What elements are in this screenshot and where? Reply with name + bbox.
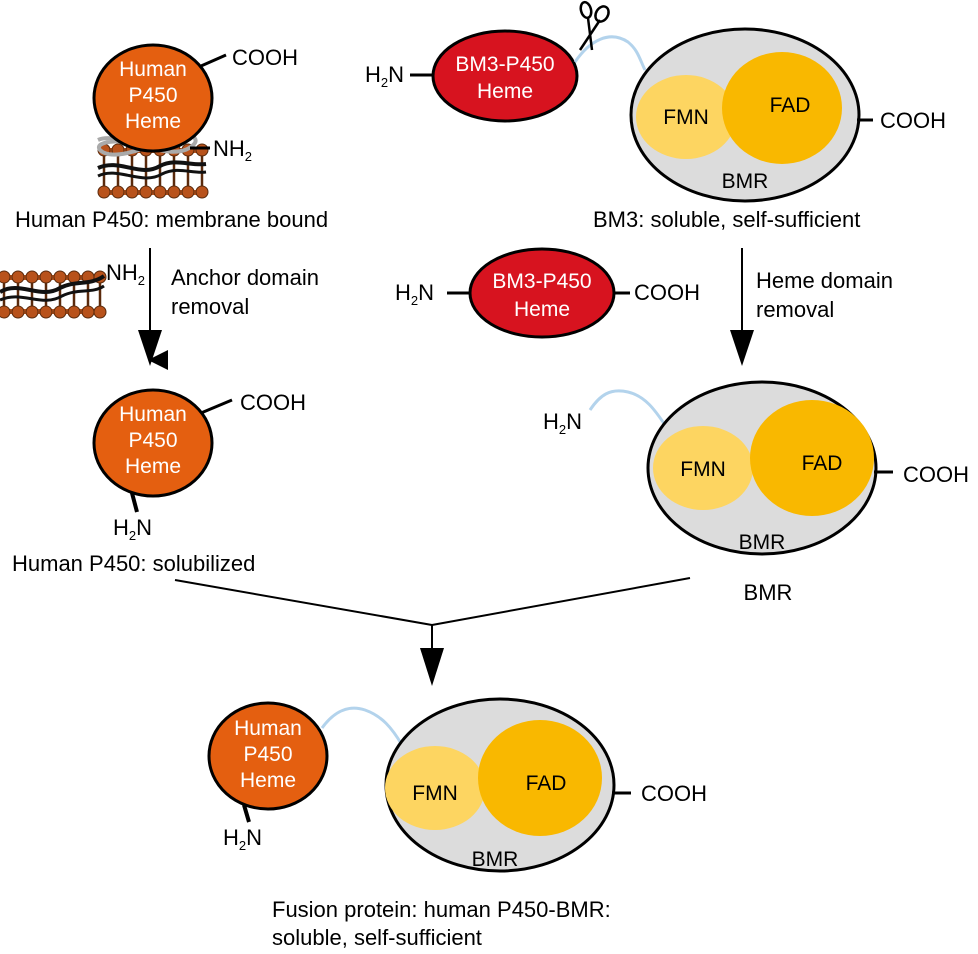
- fmn-domain: [653, 426, 753, 510]
- fad-label: FAD: [770, 94, 811, 117]
- fad-label: FAD: [526, 772, 567, 795]
- fad-domain: [750, 400, 874, 516]
- bmr-label: BMR: [472, 848, 519, 871]
- fmn-domain: [636, 75, 736, 159]
- bmr-label: BMR: [739, 531, 786, 554]
- nh2-label: NH2: [106, 260, 145, 288]
- fmn-domain: [385, 746, 485, 830]
- cooh-label: COOH: [634, 280, 700, 305]
- anchor-removal-label-2: removal: [171, 294, 249, 319]
- human-heme-domain: [92, 388, 214, 498]
- fusion-protein: Human P450 Heme H2N FMN FAD BMR COOH Fus…: [207, 697, 707, 950]
- linker: [573, 35, 647, 71]
- p450-label: P450: [243, 743, 292, 766]
- caption-human-membrane-bound: Human P450: membrane bound: [15, 207, 328, 232]
- heme-removal-label-1: Heme domain: [756, 268, 893, 293]
- anchor-removal-label-1: Anchor domain: [171, 265, 319, 290]
- human-heme-domain: [207, 701, 329, 811]
- fmn-label: FMN: [680, 458, 726, 481]
- h2n-label: H2N: [365, 62, 404, 90]
- h2n-label: H2N: [223, 825, 262, 853]
- h2n-label: H2N: [395, 280, 434, 308]
- bm3-p450-label: BM3-P450: [492, 270, 591, 293]
- cooh-label: COOH: [641, 781, 707, 806]
- p450-label: P450: [128, 84, 177, 107]
- caption-fusion-1: Fusion protein: human P450-BMR:: [272, 897, 611, 922]
- heme-label: Heme: [514, 298, 570, 321]
- caption-human-solubilized: Human P450: solubilized: [12, 551, 255, 576]
- cooh-label: COOH: [240, 390, 306, 415]
- heme-label: Heme: [477, 80, 533, 103]
- bmr-label: BMR: [722, 170, 769, 193]
- fusion-arrow: [174, 577, 691, 686]
- scissors-icon: [578, 0, 610, 51]
- heme-label: Heme: [240, 769, 296, 792]
- human-label: Human: [119, 58, 187, 81]
- caption-fusion-2: soluble, self-sufficient: [272, 925, 482, 950]
- caption-bm3-soluble: BM3: soluble, self-sufficient: [593, 207, 860, 232]
- human-label: Human: [234, 717, 302, 740]
- human-label: Human: [119, 403, 187, 426]
- heme-removal-step: H2N BM3-P450 Heme COOH Heme domain remov…: [395, 247, 893, 366]
- cooh-label: COOH: [903, 462, 969, 487]
- bm3-full-enzyme: H2N BM3-P450 Heme FMN FAD BMR COOH BM3: …: [365, 0, 946, 232]
- linker: [320, 706, 404, 746]
- heme-label: Heme: [125, 110, 181, 133]
- heme-removal-label-2: removal: [756, 297, 834, 322]
- heme-label: Heme: [125, 455, 181, 478]
- fmn-label: FMN: [663, 106, 709, 129]
- p450-label: P450: [128, 429, 177, 452]
- human-p450-solubilized: Human P450 Heme COOH H2N Human P450: sol…: [12, 388, 306, 576]
- nh2-label: NH2: [213, 136, 252, 164]
- fad-domain: [722, 52, 842, 164]
- cooh-label: COOH: [880, 108, 946, 133]
- human-p450-membrane-bound: Human P450 Heme COOH NH2 Human P450: mem…: [15, 43, 328, 232]
- bm3-heme-domain: [431, 29, 579, 123]
- h2n-label: H2N: [543, 409, 582, 437]
- human-heme-domain: [92, 43, 214, 153]
- bmr-reductase: H2N FMN FAD BMR COOH BMR: [543, 380, 969, 605]
- linker: [588, 389, 667, 426]
- removed-bm3-heme-domain: [468, 247, 616, 339]
- fad-domain: [478, 720, 602, 836]
- cooh-label: COOH: [232, 45, 298, 70]
- anchor-removal-step: NH2 Anchor domain removal: [0, 248, 319, 370]
- h2n-label: H2N: [113, 515, 152, 543]
- fmn-label: FMN: [412, 782, 458, 805]
- fad-label: FAD: [802, 452, 843, 475]
- removed-membrane-anchor: [0, 270, 107, 319]
- caption-bmr: BMR: [744, 580, 793, 605]
- bm3-p450-label: BM3-P450: [455, 53, 554, 76]
